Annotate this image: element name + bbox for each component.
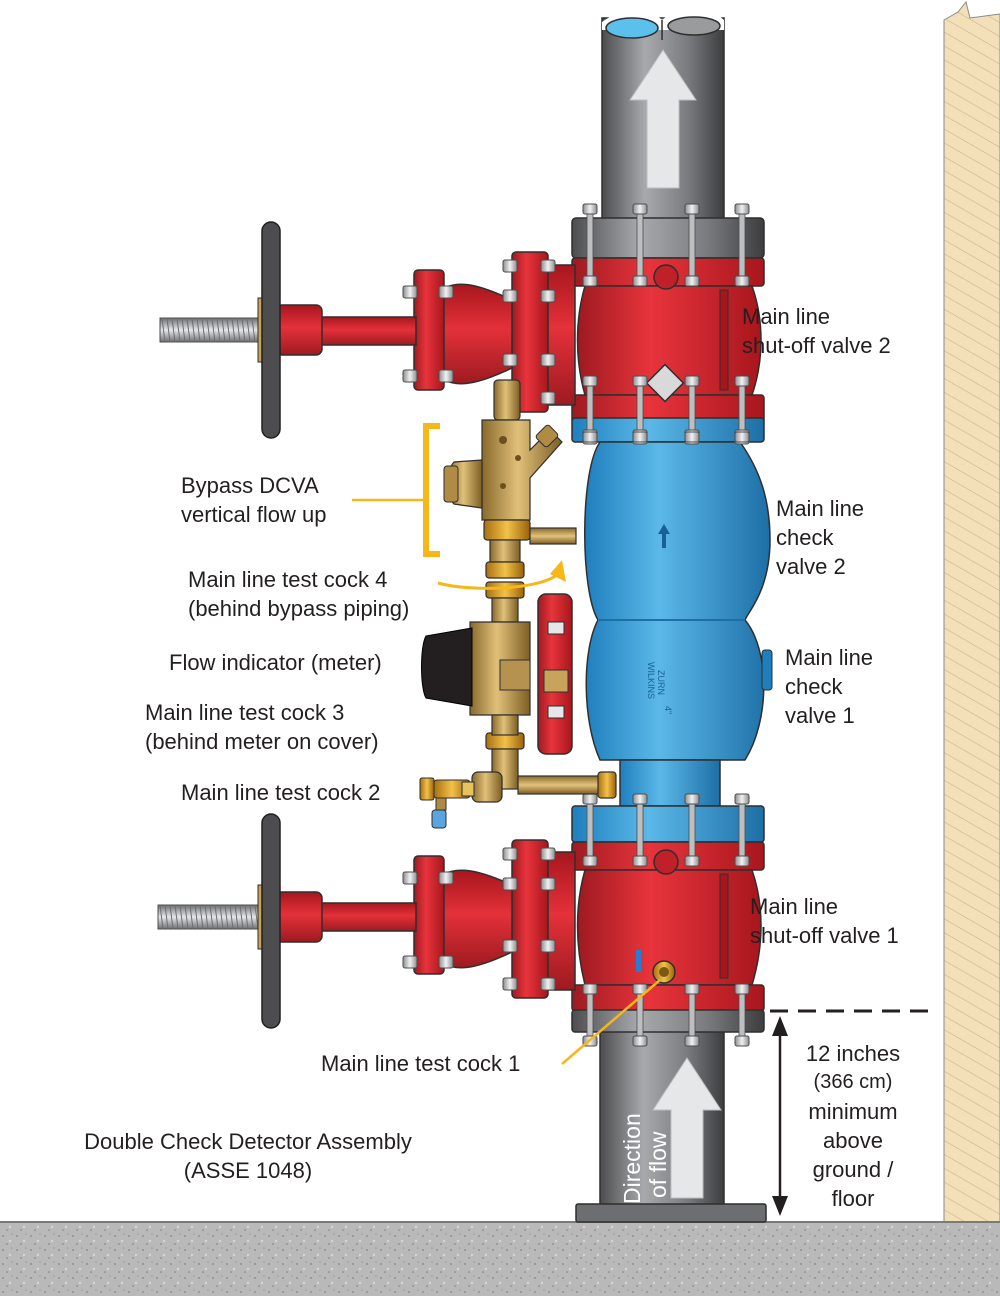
check-arrow-icon: [658, 524, 670, 548]
stem-threads: [161, 317, 256, 343]
direction-of-flow-label: Direction of flow: [619, 1113, 671, 1204]
bolt: [502, 877, 518, 891]
bolt: [502, 977, 518, 991]
test-cock-1-label: Main line test cock 1: [321, 1051, 521, 1076]
bolt: [402, 369, 418, 383]
bolt: [734, 203, 750, 287]
test-cock-4-label: Main line test cock 4(behind bypass pipi…: [188, 567, 410, 621]
bolt: [734, 983, 750, 1047]
bolt: [438, 369, 454, 383]
bolt: [632, 429, 648, 443]
test-cock-2-label: Main line test cock 2: [181, 780, 381, 805]
meter-register: [421, 627, 473, 707]
wall: [943, 0, 1000, 1223]
up-arrow-icon: [629, 49, 697, 189]
bolt: [540, 353, 556, 367]
bolt: [632, 983, 648, 1047]
bypass-bracket: [423, 423, 440, 557]
bolt: [438, 871, 454, 885]
bolt: [540, 877, 556, 891]
bolt: [684, 793, 700, 867]
ground-floor: [0, 1221, 1000, 1296]
bolt: [582, 429, 598, 443]
shutoff-valve-2: [159, 221, 765, 439]
body-maker-text: ZURN: [656, 670, 666, 695]
bolt: [540, 391, 556, 405]
bolt: [438, 285, 454, 299]
bolt: [632, 793, 648, 867]
flange-bolts: [402, 203, 750, 1047]
outlet-pipe: [601, 8, 725, 229]
bolt: [402, 285, 418, 299]
bolt: [502, 847, 518, 861]
bolt: [582, 203, 598, 287]
svg-text:of flow: of flow: [645, 1131, 671, 1198]
bolt: [734, 793, 750, 867]
dimension-arrow-bottom-icon: [772, 1196, 788, 1216]
bolt: [684, 429, 700, 443]
label-leaders: [352, 423, 928, 1216]
shutoff-valve-1: [157, 813, 765, 1033]
svg-text:Direction: Direction: [619, 1113, 645, 1204]
bolt: [540, 847, 556, 861]
bolt: [684, 983, 700, 1047]
assembly-title: Double Check Detector Assembly(ASSE 1048…: [84, 1129, 412, 1183]
outlet-flange: [571, 217, 765, 259]
dimension-arrow-top-icon: [772, 1016, 788, 1036]
flow-indicator-label: Flow indicator (meter): [169, 650, 382, 675]
bolt: [540, 259, 556, 273]
bolt: [502, 353, 518, 367]
bolt: [582, 793, 598, 867]
test-cock-3-label: Main line test cock 3(behind meter on co…: [145, 700, 379, 754]
body-size-text: 4": [663, 706, 673, 714]
bypass-assembly: [419, 379, 617, 829]
bolt: [502, 259, 518, 273]
bolt: [632, 203, 648, 287]
bolt: [684, 203, 700, 287]
bolt: [402, 871, 418, 885]
body-brand-text: WILKINS: [646, 662, 656, 699]
flow-arrow-icon: [652, 1057, 722, 1199]
bolt: [734, 429, 750, 443]
rotation-arrow-icon: [550, 560, 566, 582]
check-valve-body: WILKINS ZURN 4": [571, 417, 773, 843]
inlet-pipe: [575, 1029, 767, 1223]
bolt: [540, 289, 556, 303]
stem-threads: [159, 904, 259, 930]
bolt: [502, 289, 518, 303]
bolt: [438, 955, 454, 969]
bolt: [540, 977, 556, 991]
bolt: [540, 939, 556, 953]
bolt: [402, 955, 418, 969]
bolt: [502, 939, 518, 953]
